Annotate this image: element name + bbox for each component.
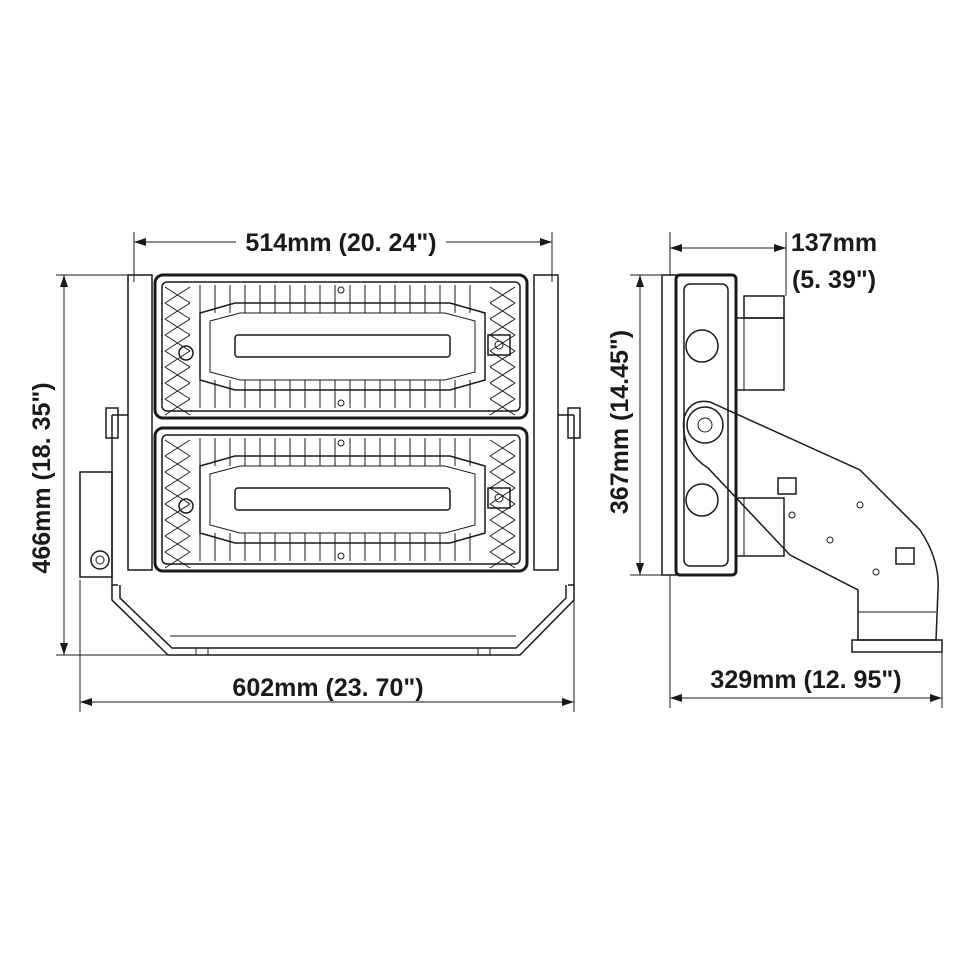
lattice-line [164, 334, 191, 352]
lattice-line [164, 382, 191, 400]
lattice-line [164, 551, 191, 569]
lattice-line [489, 398, 516, 416]
led-module-lower [153, 426, 529, 573]
lattice-line [489, 350, 516, 368]
screw [337, 439, 345, 447]
screw [337, 399, 345, 407]
lattice-line [489, 487, 516, 505]
dimension-label-514: 514mm (20. 24") [245, 229, 436, 257]
mounting-arm [682, 400, 943, 653]
dimension-side-bottom-width: 329mm (12. 95") [669, 575, 943, 708]
dimension-top-width: 514mm (20. 24") [133, 226, 553, 282]
lattice-line [489, 503, 516, 521]
screw [178, 498, 194, 514]
lens-outline [199, 302, 486, 391]
lattice-line [164, 487, 191, 505]
side-lattice [164, 286, 516, 569]
lattice-line [489, 318, 516, 336]
lens-outline [199, 455, 486, 544]
lattice-line [489, 551, 516, 569]
lattice-line [164, 503, 191, 521]
lattice-line [489, 302, 516, 320]
dimension-label-466: 466mm (18. 35") [28, 382, 56, 573]
lattice-line [164, 471, 191, 489]
lattice-line [164, 366, 191, 384]
lens-panels [178, 286, 511, 560]
lattice-line [164, 398, 191, 416]
lens-inner [209, 312, 476, 381]
lattice-line [164, 439, 191, 457]
lattice-line [164, 318, 191, 336]
dimension-label-137: 137mm [791, 229, 877, 257]
connector [487, 334, 511, 356]
lattice-line [489, 366, 516, 384]
dimension-side-depth-top: 137mm (5. 39") [669, 229, 877, 296]
dimension-label-367: 367mm (14.45") [606, 330, 634, 514]
lattice-line [489, 334, 516, 352]
lattice-line [489, 455, 516, 473]
lattice-line [164, 455, 191, 473]
screw [337, 286, 345, 294]
dimension-front-height: 466mm (18. 35") [24, 274, 168, 656]
dimension-label-602: 602mm (23. 70") [232, 674, 423, 702]
lattice-line [164, 535, 191, 553]
lattice-line [489, 382, 516, 400]
side-view: 137mm (5. 39") 367mm (14.45") 329mm (12.… [603, 229, 943, 708]
led-module-upper [153, 273, 529, 420]
lens-inner [209, 465, 476, 534]
lattice-line [164, 350, 191, 368]
dimension-label-329: 329mm (12. 95") [710, 666, 901, 694]
heat-sink-fins [199, 285, 471, 561]
dimension-label-5-39: (5. 39") [792, 266, 876, 294]
lattice-line [489, 439, 516, 457]
lattice-line [489, 471, 516, 489]
lattice-line [489, 519, 516, 537]
front-view: 514mm (20. 24") [24, 226, 581, 712]
screw [337, 552, 345, 560]
yoke-bracket [79, 274, 581, 656]
lattice-line [489, 535, 516, 553]
lattice-line [164, 302, 191, 320]
lattice-line [164, 286, 191, 304]
lens-center-bar [234, 487, 451, 511]
dimension-bottom-width: 602mm (23. 70") [79, 580, 575, 712]
lens-center-bar [234, 334, 451, 358]
dimension-side-height: 367mm (14.45") [603, 274, 676, 576]
connector [487, 487, 511, 509]
lattice-line [164, 519, 191, 537]
screw [178, 345, 194, 361]
lattice-line [489, 286, 516, 304]
